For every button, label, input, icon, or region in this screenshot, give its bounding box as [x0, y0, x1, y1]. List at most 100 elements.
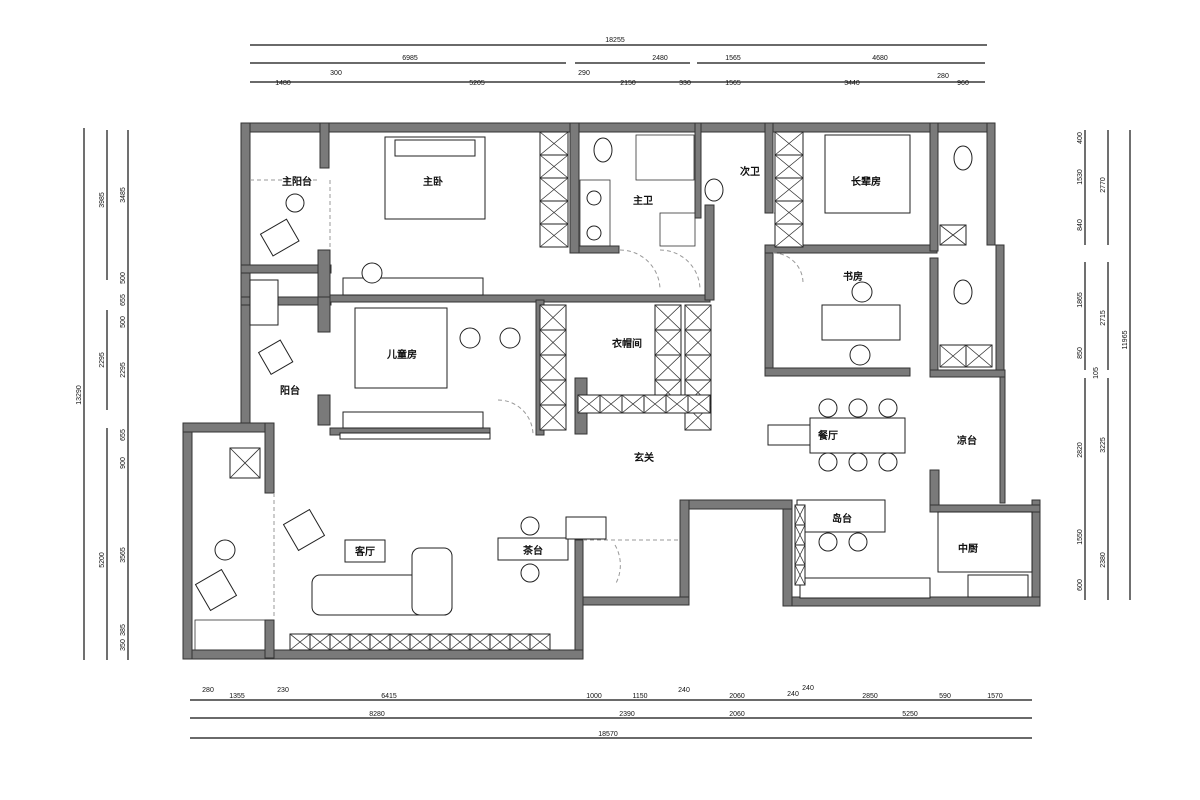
island-counter [796, 499, 886, 533]
room-label-chinese-kitchen: 中厨 [958, 542, 978, 555]
cabinet-cross [539, 177, 569, 202]
dim-label: 5200 [99, 552, 106, 568]
cabinet-cross [684, 329, 712, 356]
cabinet-cross [349, 633, 371, 651]
cabinet-cross [539, 200, 569, 225]
cabinet-cross [539, 131, 569, 156]
dim-label: 2480 [652, 55, 668, 62]
dim-label: 600 [1077, 579, 1084, 591]
dim-top-total: 18255 [605, 37, 625, 44]
cabinet-cross [289, 633, 311, 651]
dim-label: 280 [937, 73, 949, 80]
dim-label: 3485 [120, 187, 127, 203]
bottom-dimensions: 280 1355 230 6415 1000 1150 240 2060 240… [202, 685, 1003, 738]
cabinet-cross [539, 379, 567, 406]
dim-right-total: 11965 [1122, 330, 1129, 349]
dim-label: 1000 [586, 693, 602, 700]
dim-label: 500 [120, 316, 127, 328]
dim-label: 5205 [469, 80, 485, 87]
cabinet-cross [643, 394, 667, 414]
kids-desk [342, 411, 484, 429]
dim-label: 850 [1077, 347, 1084, 359]
cabinet-cross [539, 223, 569, 248]
room-label-living-room: 客厅 [354, 545, 375, 558]
room-label-foyer: 玄关 [634, 451, 654, 464]
dim-label: 960 [957, 80, 969, 87]
room-label-master-bath: 主卫 [633, 194, 653, 207]
walls [182, 122, 1041, 660]
cabinet-cross [469, 633, 491, 651]
kitchen-counter [799, 577, 931, 599]
cabinet-cross [539, 329, 567, 356]
cabinet-cross [687, 394, 711, 414]
tea-table-top [497, 537, 569, 561]
coffee-table [344, 539, 386, 563]
dim-label: 400 [1077, 132, 1084, 144]
cabinet-cross [229, 447, 261, 479]
cabinet-cross [429, 633, 451, 651]
dim-label: 2820 [1077, 442, 1084, 458]
dim-label: 500 [120, 272, 127, 284]
cabinet-cross [939, 344, 967, 368]
cabinet-cross [774, 177, 804, 202]
cabinet-cross [794, 564, 806, 586]
cabinet-cross [529, 633, 551, 651]
study-desk [821, 304, 901, 341]
room-label-island: 岛台 [832, 512, 852, 525]
dim-label: 385 [120, 624, 127, 636]
room-label-cool-terrace: 凉台 [957, 434, 977, 447]
dim-label: 300 [330, 70, 342, 77]
dim-label: 1150 [632, 693, 647, 700]
dim-label: 2060 [729, 711, 745, 718]
cabinet-cross [654, 329, 682, 356]
dim-label: 840 [1077, 219, 1084, 231]
dim-label: 655 [120, 294, 127, 306]
cabinet-cross [309, 633, 331, 651]
dim-bottom-total: 18570 [598, 731, 618, 738]
cabinet-cross [774, 223, 804, 248]
dim-label: 1865 [1077, 292, 1084, 308]
room-label-study: 书房 [843, 270, 863, 283]
room-label-master-balcony: 主阳台 [282, 175, 312, 188]
cabinet-cross [965, 344, 993, 368]
right-dimensions: 400 1530 840 1865 850 105 2820 1550 600 … [1077, 132, 1129, 591]
dim-label: 4680 [872, 55, 888, 62]
dim-label: 230 [277, 687, 289, 694]
furniture [194, 134, 1033, 651]
cabinet-cross [621, 394, 645, 414]
dim-label: 655 [120, 429, 127, 441]
cabinet-cross [539, 354, 567, 381]
cabinet-cross [369, 633, 391, 651]
dim-label: 280 [202, 687, 214, 694]
dim-label: 240 [678, 687, 690, 694]
cabinet-cross [654, 354, 682, 381]
cabinet-cross [539, 304, 567, 331]
dim-label: 3440 [844, 80, 860, 87]
kids-bed [354, 307, 448, 389]
dim-label: 3225 [1100, 437, 1107, 453]
dim-left-total: 13290 [76, 385, 83, 405]
elder-bed [824, 134, 911, 214]
dim-label: 240 [802, 685, 814, 692]
dim-label: 290 [578, 70, 590, 77]
left-dimensions: 13290 3985 2295 5200 3485 500 655 500 22… [76, 187, 127, 651]
cabinet-cross [654, 304, 682, 331]
dim-label: 2295 [99, 352, 106, 368]
dim-label: 240 [787, 691, 799, 698]
dim-label: 1530 [1077, 169, 1084, 185]
cabinet-cross [599, 394, 623, 414]
cabinet-cross [774, 200, 804, 225]
dim-label: 8280 [369, 711, 385, 718]
room-label-second-bath: 次卫 [740, 165, 760, 178]
cabinet-cross [539, 154, 569, 179]
cabinet-cross [774, 131, 804, 156]
dim-label: 1355 [229, 693, 245, 700]
room-label-balcony: 阳台 [280, 384, 300, 397]
dim-label: 105 [1093, 367, 1100, 379]
room-label-master-bedroom: 主卧 [423, 175, 443, 188]
room-label-kids-room: 儿童房 [386, 348, 417, 361]
dim-label: 330 [679, 80, 691, 87]
cabinet-cross [489, 633, 511, 651]
dim-label: 2390 [619, 711, 635, 718]
